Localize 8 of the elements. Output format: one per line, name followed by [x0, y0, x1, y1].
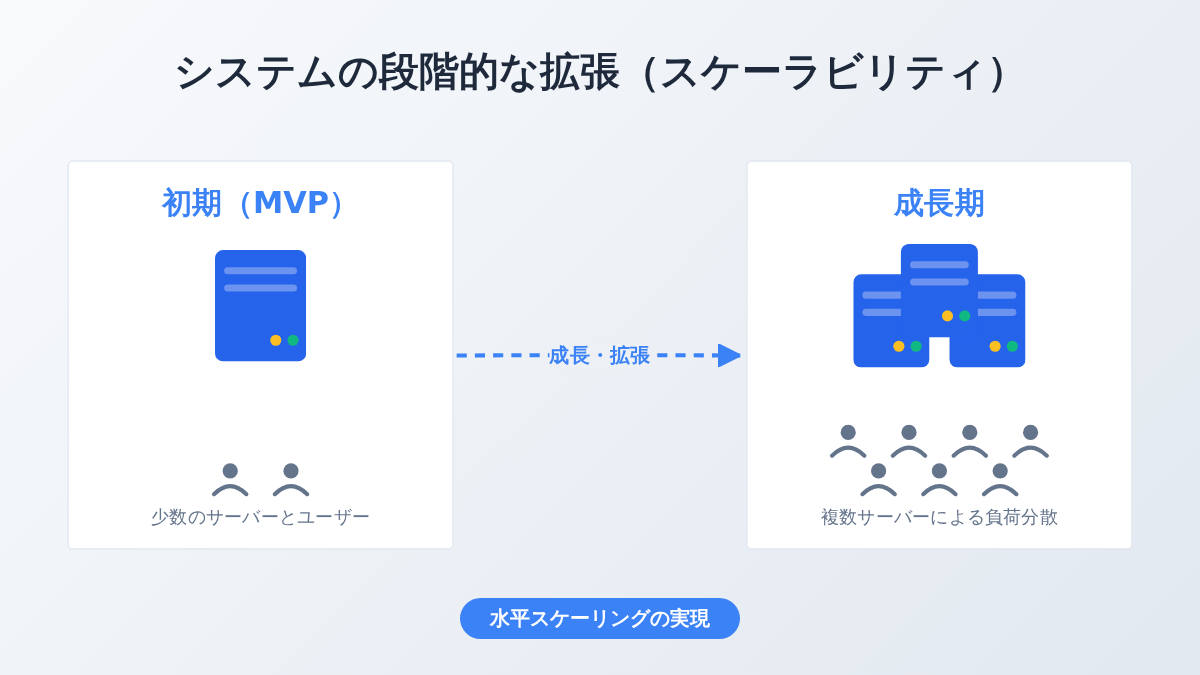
title: システムの段階的な拡張（スケーラビリティ）	[173, 47, 1027, 96]
card-caption: 少数のサーバーとユーザー	[150, 504, 371, 529]
card-title: 成長期	[892, 183, 986, 222]
card	[67, 160, 454, 550]
card-title: 初期（MVP）	[160, 183, 361, 222]
card-caption: 複数サーバーによる負荷分散	[819, 504, 1059, 529]
caption-tag: 水平スケーリングの実現	[460, 598, 740, 639]
card	[746, 160, 1133, 550]
